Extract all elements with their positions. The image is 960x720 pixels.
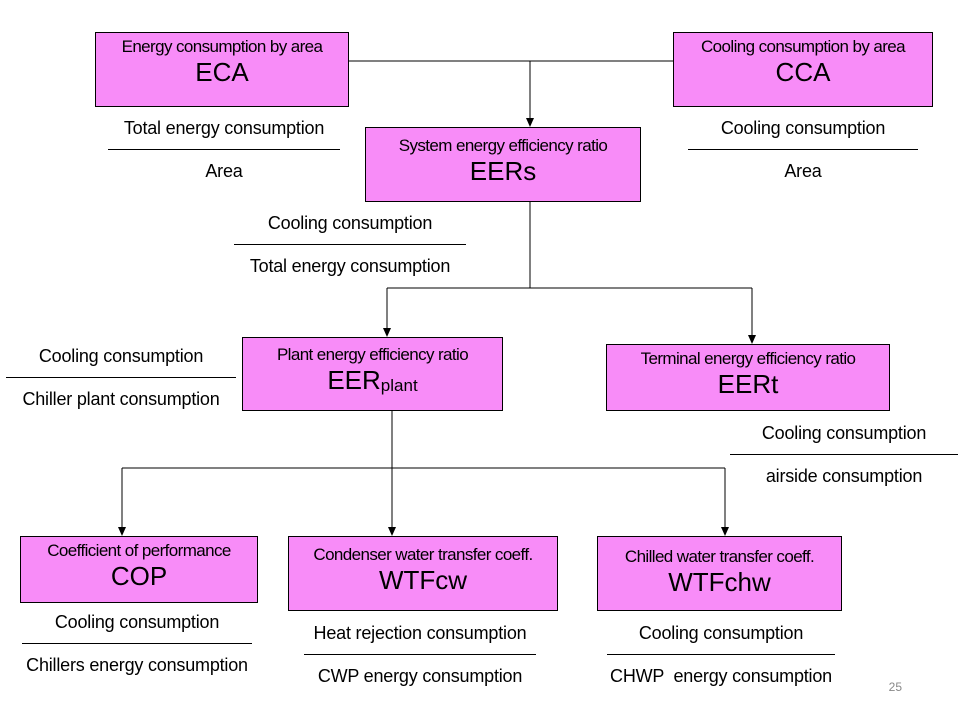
eers-fraction: Cooling consumption Total energy consump… xyxy=(234,212,466,277)
eers-abbr: EERs xyxy=(469,156,537,186)
cop-title: Coefficient of performance xyxy=(47,541,231,560)
wtfchw-title: Chilled water transfer coeff. xyxy=(624,547,815,566)
cop-abbr: COP xyxy=(110,561,168,591)
wtfchw-fraction: Cooling consumption CHWP energy consumpt… xyxy=(592,622,850,687)
eerplant-box: Plant energy efficiency ratio EERplant xyxy=(242,337,503,411)
eert-box: Terminal energy efficiency ratio EERt xyxy=(606,344,890,411)
eert-title: Terminal energy efficiency ratio xyxy=(640,349,856,368)
eca-fraction-bar xyxy=(108,149,340,150)
wtfcw-fraction-numerator: Heat rejection consumption xyxy=(313,623,527,643)
eert-fraction-numerator: Cooling consumption xyxy=(761,423,927,443)
eerplant-title: Plant energy efficiency ratio xyxy=(276,345,469,364)
eerplant-abbr-sub: plant xyxy=(380,376,418,395)
cop-box: Coefficient of performance COP xyxy=(20,536,258,603)
wtfcw-box: Condenser water transfer coeff. WTFcw xyxy=(288,536,558,611)
eers-fraction-bar xyxy=(234,244,466,245)
cca-fraction-numerator: Cooling consumption xyxy=(720,118,886,138)
wtfchw-fraction-bar xyxy=(607,654,835,655)
wtfchw-fraction-denominator: CHWP energy consumption xyxy=(610,666,832,686)
cca-fraction-bar xyxy=(688,149,918,150)
cop-fraction-numerator: Cooling consumption xyxy=(54,612,220,632)
eca-abbr: ECA xyxy=(195,57,249,87)
eerplant-fraction-numerator: Cooling consumption xyxy=(38,346,204,366)
eert-fraction-denominator: airside consumption xyxy=(765,466,923,486)
eca-box: Energy consumption by area ECA xyxy=(95,32,349,107)
eca-title: Energy consumption by area xyxy=(121,37,323,56)
wtfchw-box: Chilled water transfer coeff. WTFchw xyxy=(597,536,842,611)
cop-fraction: Cooling consumption Chillers energy cons… xyxy=(6,611,268,676)
eert-fraction-bar xyxy=(730,454,958,455)
eers-box: System energy efficiency ratio EERs xyxy=(365,127,641,202)
wtfchw-abbr: WTFchw xyxy=(668,567,771,597)
eca-fraction: Total energy consumption Area xyxy=(108,117,340,182)
page-number: 25 xyxy=(888,680,902,694)
cca-abbr: CCA xyxy=(775,57,831,87)
eers-title: System energy efficiency ratio xyxy=(398,136,608,155)
wtfcw-fraction-bar xyxy=(304,654,536,655)
wtfcw-fraction-denominator: CWP energy consumption xyxy=(317,666,523,686)
eerplant-fraction: Cooling consumption Chiller plant consum… xyxy=(6,345,236,410)
cca-fraction-denominator: Area xyxy=(784,161,822,181)
wtfcw-title: Condenser water transfer coeff. xyxy=(313,545,533,564)
eers-fraction-denominator: Total energy consumption xyxy=(249,256,451,276)
cop-fraction-denominator: Chillers energy consumption xyxy=(26,655,248,675)
cca-box: Cooling consumption by area CCA xyxy=(673,32,933,107)
eerplant-fraction-denominator: Chiller plant consumption xyxy=(22,389,220,409)
eerplant-abbr: EERplant xyxy=(243,365,502,399)
eert-fraction: Cooling consumption airside consumption xyxy=(730,422,958,487)
cop-fraction-bar xyxy=(22,643,252,644)
eers-fraction-numerator: Cooling consumption xyxy=(267,213,433,233)
eert-abbr: EERt xyxy=(717,369,779,399)
wtfcw-abbr: WTFcw xyxy=(378,565,468,595)
eca-fraction-denominator: Area xyxy=(205,161,243,181)
eca-fraction-numerator: Total energy consumption xyxy=(123,118,325,138)
wtfcw-fraction: Heat rejection consumption CWP energy co… xyxy=(298,622,542,687)
eerplant-abbr-main: EER xyxy=(327,365,381,395)
cca-title: Cooling consumption by area xyxy=(701,37,906,56)
cca-fraction: Cooling consumption Area xyxy=(688,117,918,182)
eerplant-fraction-bar xyxy=(6,377,236,378)
wtfchw-fraction-numerator: Cooling consumption xyxy=(638,623,804,643)
